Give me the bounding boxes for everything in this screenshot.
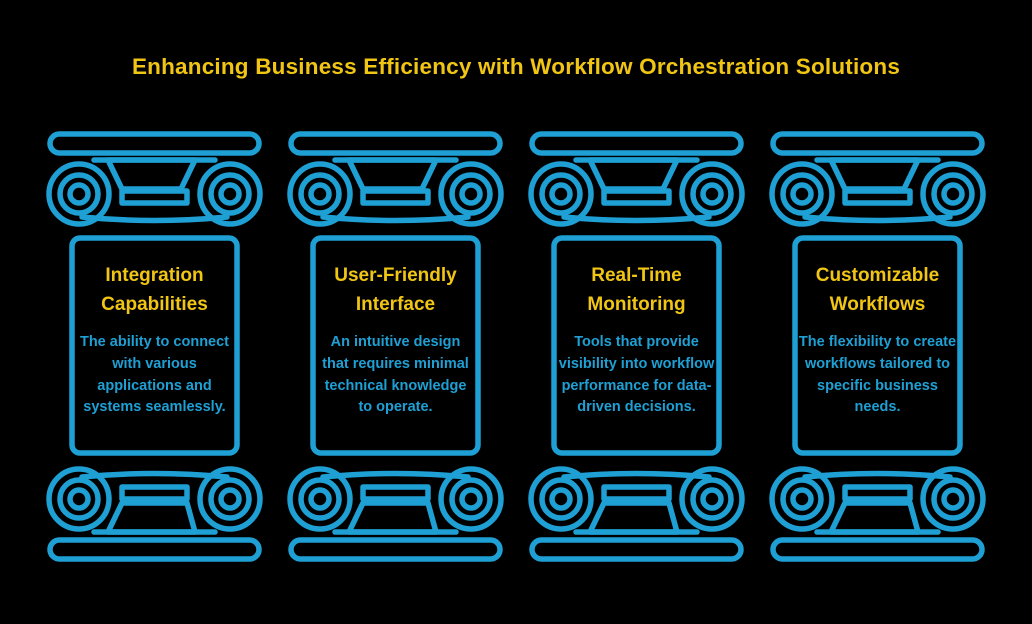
pillar-title: Real-Time Monitoring: [587, 265, 686, 315]
pillar-integration-capabilities: Integration Capabilities The ability to …: [46, 131, 263, 565]
pillar-row: Integration Capabilities The ability to …: [46, 131, 986, 565]
pillar-customizable-workflows: Customizable Workflows The flexibility t…: [769, 131, 986, 565]
pillar-description: An intuitive design that requires minima…: [322, 334, 469, 416]
pillar-user-friendly-interface: User-Friendly Interface An intuitive des…: [287, 131, 504, 565]
page-title: Enhancing Business Efficiency with Workf…: [131, 54, 901, 79]
pillar-description: The flexibility to create workflows tail…: [798, 334, 957, 416]
pillar-description: The ability to connect with various appl…: [79, 334, 230, 416]
pillar-title: Customizable Workflows: [815, 265, 940, 315]
pillar-title: User-Friendly Interface: [334, 265, 457, 315]
pillar-text-block: User-Friendly Interface An intuitive des…: [316, 262, 475, 419]
pillar-real-time-monitoring: Real-Time Monitoring Tools that provide …: [528, 131, 745, 565]
pillar-text-block: Integration Capabilities The ability to …: [75, 262, 234, 419]
pillar-text-block: Real-Time Monitoring Tools that provide …: [557, 262, 716, 419]
pillar-text-block: Customizable Workflows The flexibility t…: [798, 262, 957, 419]
pillar-description: Tools that provide visibility into workf…: [558, 334, 715, 416]
pillar-title: Integration Capabilities: [101, 265, 208, 315]
